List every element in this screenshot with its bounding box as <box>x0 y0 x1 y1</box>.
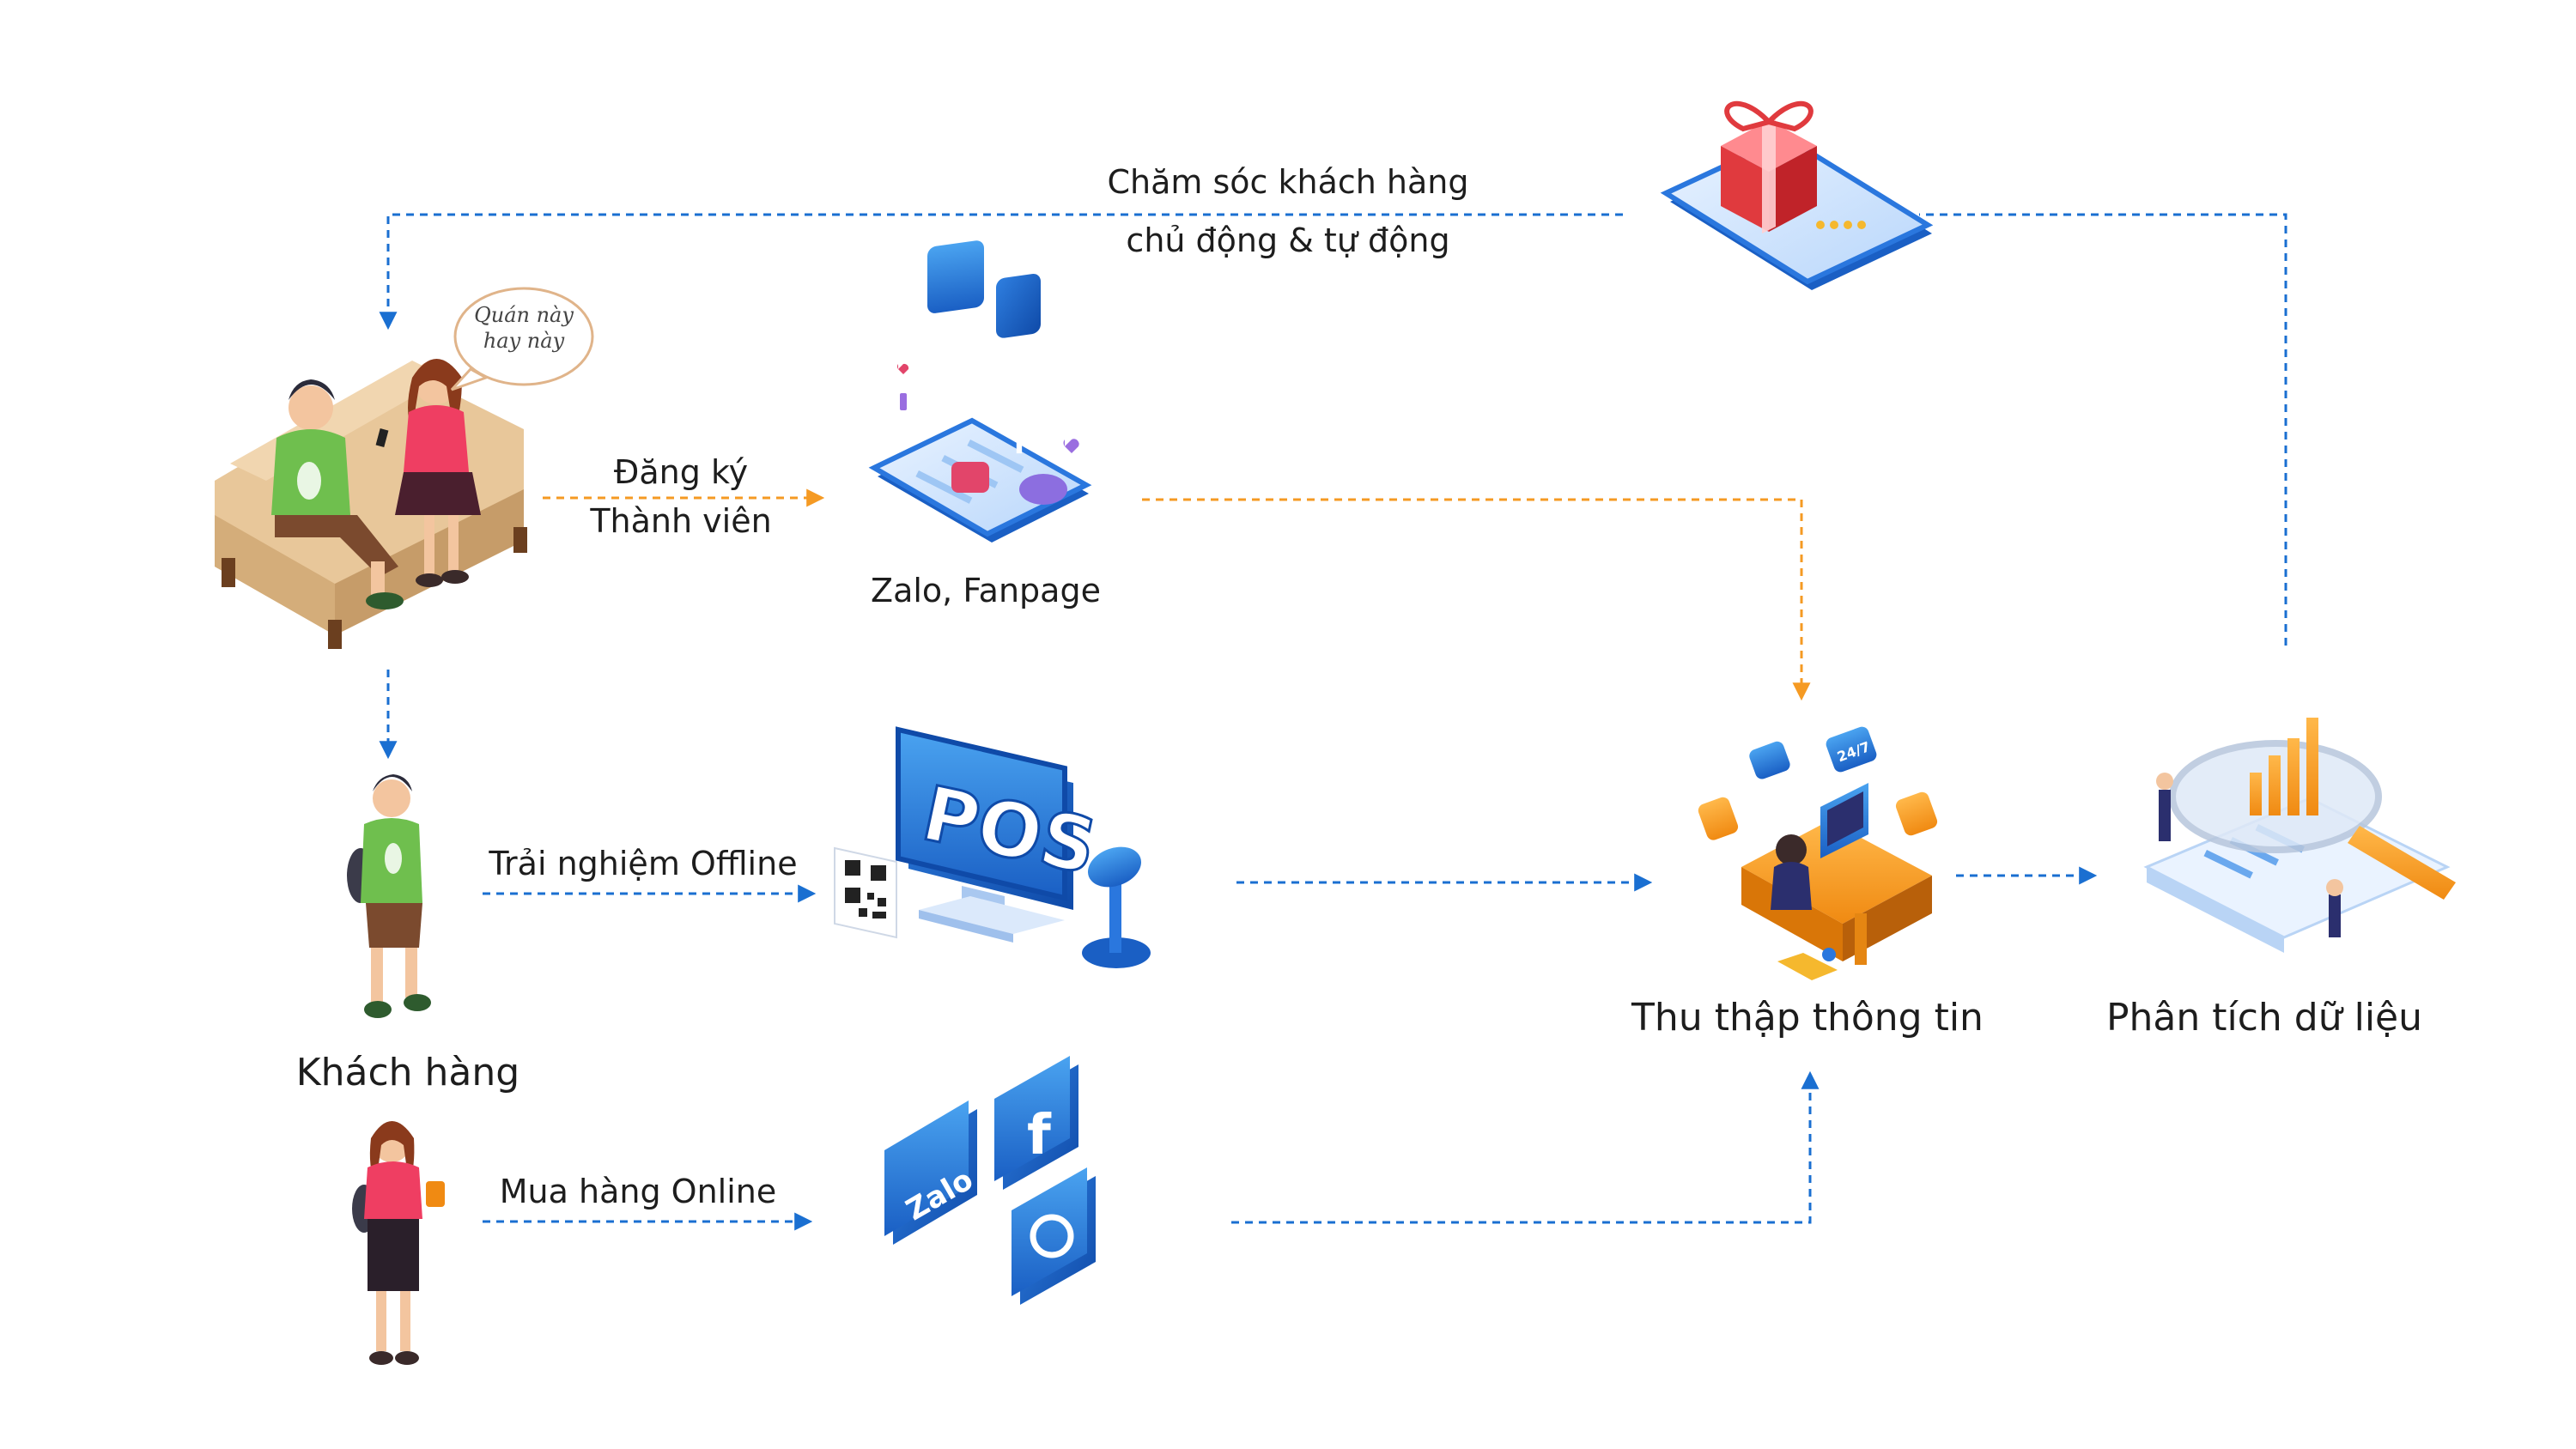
connector-care-loop <box>1919 213 2287 646</box>
speech-line2: hay này <box>483 329 565 353</box>
register-label-line1: Đăng ký <box>613 453 749 491</box>
analyze-label: Phân tích dữ liệu <box>2105 996 2423 1040</box>
messenger-icon <box>1012 1167 1096 1305</box>
facebook-icon: f <box>994 1056 1078 1190</box>
speech-line1: Quán này <box>474 303 574 327</box>
customer-label: Khách hàng <box>295 1051 520 1094</box>
connector-zalo-to-collect <box>1142 498 1811 701</box>
collect-label: Thu thập thông tin <box>1631 996 1984 1040</box>
zalo-fanpage-phone-icon: Zalo f <box>868 240 1092 543</box>
info-collection-desk-icon: 24/7 <box>1698 726 1938 980</box>
care-label-line1: Chăm sóc khách hàng <box>1107 163 1469 201</box>
help-icon <box>1895 791 1938 836</box>
zalo-icon: Zalo <box>884 1100 979 1245</box>
connector-social-to-collect <box>1231 1070 1820 1224</box>
phone-call-icon <box>1698 797 1739 840</box>
pos-terminal-icon: POS <box>834 726 1151 968</box>
speech-bubble-text: Quán này hay này <box>474 302 574 354</box>
gift-phone-icon <box>1660 100 1934 290</box>
register-label-line2: Thành viên <box>590 502 772 540</box>
care-label-line2: chủ động & tự động <box>1126 221 1450 259</box>
customer-woman-illustration <box>352 1121 445 1365</box>
support-247-icon: 24/7 <box>1826 726 1877 773</box>
customer-man-illustration <box>347 774 431 1018</box>
connector-care-to-customer <box>379 213 1623 330</box>
chat-bubble-icon <box>1749 741 1790 779</box>
couple-on-sofa-illustration <box>215 287 594 649</box>
offline-label: Trải nghiệm Offline <box>489 845 798 882</box>
data-analysis-icon <box>2143 718 2456 953</box>
social-apps-icon: Zalo f <box>884 1056 1096 1305</box>
facebook-icon-text: f <box>1027 1104 1052 1167</box>
online-label: Mua hàng Online <box>499 1173 777 1210</box>
facebook-mini-text: f <box>1013 426 1027 461</box>
zalo-fanpage-label: Zalo, Fanpage <box>871 572 1101 609</box>
